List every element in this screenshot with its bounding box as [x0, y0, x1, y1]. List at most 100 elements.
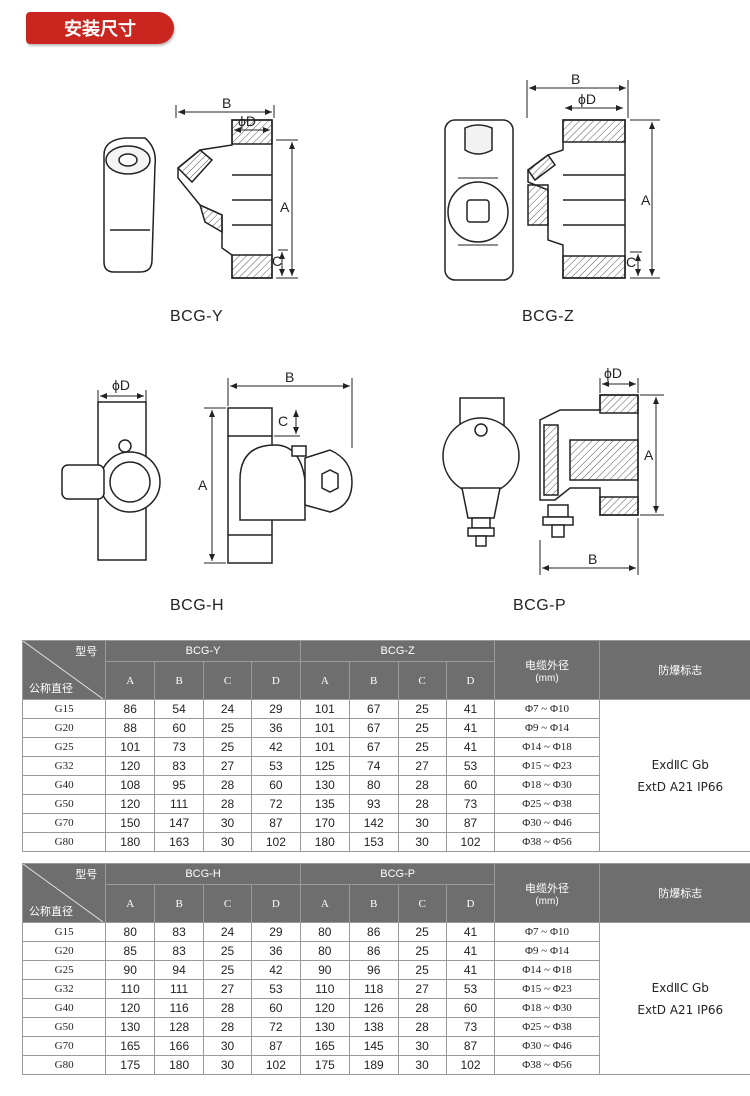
dimension-cell: 116 [154, 998, 205, 1018]
dimension-cell: 130 [105, 1017, 156, 1037]
dimension-cell: 41 [445, 960, 496, 980]
dimension-cell: 142 [348, 813, 399, 833]
dimension-cell: 102 [445, 832, 496, 852]
cable-diameter-cell: Φ15 ~ Φ23 [494, 756, 600, 776]
cable-diameter-cell: Φ9 ~ Φ14 [494, 718, 600, 738]
col-header: A [299, 661, 350, 700]
caption-bcg-p: BCG-P [513, 597, 567, 614]
header-model: 型号 [75, 869, 98, 881]
dimension-cell: 83 [154, 756, 205, 776]
dim-c-label: C [272, 253, 282, 269]
nominal-size-cell: G20 [21, 718, 107, 738]
bcg-z-drawing [444, 80, 660, 281]
dimension-cell: 130 [299, 775, 350, 795]
dimension-cell: 60 [154, 718, 205, 738]
dimension-cell: 150 [105, 813, 156, 833]
dimension-cell: 86 [105, 699, 156, 719]
dimension-cell: 86 [348, 941, 399, 961]
dimension-cell: 30 [397, 832, 447, 852]
caption-bcg-z: BCG-Z [522, 308, 575, 325]
dimension-cell: 72 [250, 1017, 301, 1037]
dimension-cell: 73 [445, 1017, 496, 1037]
dimension-cell: 145 [348, 1036, 399, 1056]
dimension-cell: 80 [299, 922, 350, 942]
dimension-cell: 110 [105, 979, 156, 999]
dimension-cell: 36 [250, 941, 301, 961]
dimension-cell: 166 [154, 1036, 205, 1056]
dimension-cell: 30 [203, 1036, 252, 1056]
dimension-cell: 111 [154, 979, 205, 999]
dim-a-label: A [644, 447, 654, 463]
dim-d-label: ϕD [578, 91, 596, 107]
dim-c-label: C [278, 413, 288, 429]
cable-diameter-cell: Φ7 ~ Φ10 [494, 699, 600, 719]
dimension-cell: 41 [445, 737, 496, 757]
dimension-cell: 118 [348, 979, 399, 999]
dimension-cell: 128 [154, 1017, 205, 1037]
dimension-cell: 25 [397, 941, 447, 961]
caption-bcg-y: BCG-Y [170, 308, 224, 325]
dimension-cell: 135 [299, 794, 350, 814]
group-header: BCG-Z [299, 639, 496, 663]
dimension-cell: 25 [397, 922, 447, 942]
header-cable: 电缆外径 (mm) [494, 640, 600, 700]
dimension-cell: 29 [250, 699, 301, 719]
dimension-cell: 28 [397, 794, 447, 814]
dimension-cell: 94 [154, 960, 205, 980]
installation-drawings: B ϕD A C B ϕD A C [61, 71, 664, 575]
col-header: A [299, 884, 350, 923]
dimension-cell: 25 [397, 718, 447, 738]
header-ex-mark: 防爆标志 [598, 863, 750, 923]
nominal-size-cell: G15 [21, 699, 107, 719]
dimension-cell: 83 [154, 941, 205, 961]
cable-diameter-cell: Φ30 ~ Φ46 [494, 1036, 600, 1056]
ex-mark-line-2: ExtD A21 IP66 [637, 779, 724, 794]
header-cable-label: 电缆外径 [525, 882, 570, 895]
header-cable-unit: (mm) [535, 672, 559, 684]
dimension-cell: 126 [348, 998, 399, 1018]
nominal-size-cell: G40 [21, 775, 107, 795]
cable-diameter-cell: Φ18 ~ Φ30 [494, 998, 600, 1018]
dimension-cell: 130 [299, 1017, 350, 1037]
dimension-cell: 29 [250, 922, 301, 942]
dimension-cell: 53 [250, 756, 301, 776]
dimension-cell: 74 [348, 756, 399, 776]
nominal-size-cell: G15 [21, 922, 107, 942]
dim-b-label: B [285, 369, 294, 385]
header-corner: 型号 公称直径 [21, 640, 107, 700]
dimension-cell: 27 [203, 979, 252, 999]
dim-a-label: A [641, 192, 651, 208]
ex-mark-line-1: ExdⅡC Gb [651, 757, 709, 772]
dimension-cell: 86 [348, 922, 399, 942]
dimension-cell: 175 [105, 1055, 156, 1075]
dimension-cell: 28 [397, 998, 447, 1018]
dim-d-label: ϕD [112, 377, 130, 393]
col-header: D [250, 661, 301, 700]
cable-diameter-cell: Φ15 ~ Φ23 [494, 979, 600, 999]
dimension-cell: 24 [203, 699, 252, 719]
dimension-cell: 153 [348, 832, 399, 852]
col-header: D [445, 884, 496, 923]
dimension-cell: 72 [250, 794, 301, 814]
dimension-cell: 53 [445, 979, 496, 999]
dim-d-label: ϕD [238, 113, 256, 129]
dimension-cell: 28 [203, 775, 252, 795]
dim-b-label: B [571, 71, 580, 87]
header-ex-mark: 防爆标志 [598, 640, 750, 700]
dimension-cell: 102 [250, 832, 301, 852]
dimension-cell: 180 [299, 832, 350, 852]
col-header: B [154, 884, 205, 923]
dimension-cell: 138 [348, 1017, 399, 1037]
dimension-cell: 87 [445, 813, 496, 833]
dimension-cell: 111 [154, 794, 205, 814]
dimension-cell: 80 [105, 922, 156, 942]
dimension-cell: 189 [348, 1055, 399, 1075]
ex-mark-line-2: ExtD A21 IP66 [637, 1002, 724, 1017]
dimension-cell: 87 [445, 1036, 496, 1056]
dimension-cell: 83 [154, 922, 205, 942]
